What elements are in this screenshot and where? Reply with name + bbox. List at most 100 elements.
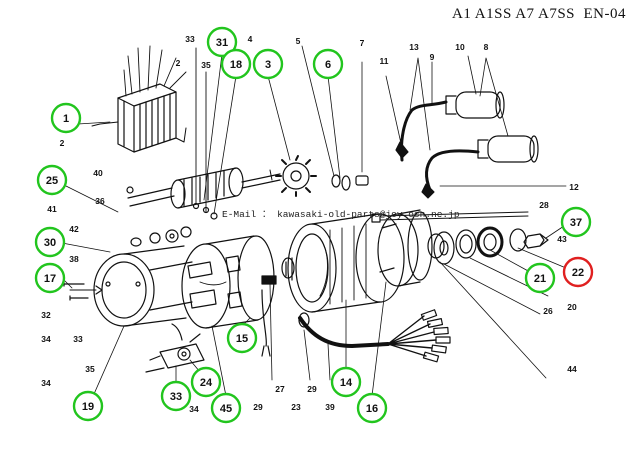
part-label-l43: 43 bbox=[557, 234, 567, 244]
callout-number-c30: 30 bbox=[44, 237, 56, 249]
part-label-l35b: 35 bbox=[85, 364, 95, 374]
callout-leader-c18 bbox=[213, 75, 237, 215]
part-label-l20: 20 bbox=[567, 302, 577, 312]
callout-leader-c25 bbox=[61, 183, 119, 213]
callout-30-c30: 30 bbox=[34, 226, 66, 258]
callout-circle-c30 bbox=[34, 226, 66, 258]
brush-screws bbox=[192, 47, 273, 220]
part-label-l7: 7 bbox=[360, 38, 365, 48]
callout-number-c37: 37 bbox=[570, 217, 582, 229]
part-label-l29a: 29 bbox=[253, 402, 263, 412]
callout-1-c1: 1 bbox=[50, 102, 82, 134]
part-label-l12: 12 bbox=[569, 182, 579, 192]
small-parts bbox=[126, 186, 192, 247]
part-label-l41: 41 bbox=[47, 204, 57, 214]
part-label-l33a: 33 bbox=[185, 34, 195, 44]
callout-6-c6: 6 bbox=[312, 48, 344, 80]
callout-circle-c25 bbox=[36, 164, 68, 196]
callout-circle-c15 bbox=[226, 322, 258, 354]
callout-19-c19: 19 bbox=[72, 390, 104, 422]
part-label-l33b: 33 bbox=[73, 334, 83, 344]
callout-leader-c45 bbox=[211, 325, 227, 397]
callout-number-c15: 15 bbox=[236, 333, 248, 345]
callout-circle-c21 bbox=[524, 262, 556, 294]
callout-circle-c19 bbox=[72, 390, 104, 422]
callout-leader-c30 bbox=[61, 242, 111, 253]
email-label: E-Mail ： kawasaki-old-parts@joy.ocn.ne.j… bbox=[222, 209, 460, 220]
callout-16-c16: 16 bbox=[356, 392, 388, 424]
callout-number-c1: 1 bbox=[63, 113, 69, 125]
part-label-l5: 5 bbox=[296, 36, 301, 46]
part-label-l2a: 2 bbox=[176, 58, 181, 68]
part-label-l13: 13 bbox=[409, 42, 419, 52]
callout-18-c18: 18 bbox=[220, 48, 252, 80]
cover-screws bbox=[63, 281, 89, 301]
part-label-l27: 27 bbox=[275, 384, 285, 394]
callout-25-c25: 25 bbox=[36, 164, 68, 196]
part-label-l34a: 34 bbox=[41, 334, 51, 344]
callout-3-c3: 3 bbox=[252, 48, 284, 80]
part-label-l34c: 34 bbox=[41, 378, 51, 388]
part-label-l28: 28 bbox=[539, 200, 549, 210]
callout-number-c14: 14 bbox=[340, 377, 353, 389]
callout-leader-c37 bbox=[545, 225, 565, 239]
armature-part bbox=[127, 155, 317, 209]
part-label-l11: 11 bbox=[380, 56, 389, 66]
part-label-l40: 40 bbox=[93, 168, 103, 178]
callout-number-c3: 3 bbox=[265, 59, 271, 71]
callout-circle-c6 bbox=[312, 48, 344, 80]
part-label-l26: 26 bbox=[543, 306, 553, 316]
callout-leader-c6 bbox=[327, 75, 341, 179]
callout-circle-c14 bbox=[330, 366, 362, 398]
callout-37-c37: 37 bbox=[560, 206, 592, 238]
part-label-l44: 44 bbox=[567, 364, 577, 374]
washers-bolt bbox=[301, 45, 369, 191]
callout-number-c45: 45 bbox=[220, 403, 232, 415]
part-label-l29b: 29 bbox=[307, 384, 317, 394]
callout-circle-c45 bbox=[210, 392, 242, 424]
part-label-l8: 8 bbox=[484, 42, 489, 52]
part-label-l38: 38 bbox=[69, 254, 79, 264]
callout-24-c24: 24 bbox=[190, 366, 222, 398]
callout-number-c22: 22 bbox=[572, 267, 584, 279]
page-header: A1 A1SS A7 A7SS EN-04 bbox=[452, 6, 626, 23]
part-label-l4: 4 bbox=[248, 34, 253, 44]
callout-31-c31: 31 bbox=[206, 26, 238, 58]
drive-end-bracket bbox=[377, 209, 445, 287]
part-label-l34b: 34 bbox=[189, 404, 199, 414]
end-cover bbox=[69, 245, 193, 327]
callout-number-c17: 17 bbox=[44, 273, 56, 285]
bearing-seals bbox=[433, 226, 549, 379]
ignition-coils bbox=[385, 55, 567, 199]
callout-22-c22: 22 bbox=[562, 256, 594, 288]
callout-number-c24: 24 bbox=[200, 377, 213, 389]
callout-leader-c1 bbox=[77, 121, 111, 125]
callout-circle-c31 bbox=[206, 26, 238, 58]
stator-housing bbox=[281, 213, 405, 313]
leader-lines bbox=[61, 53, 567, 397]
terminal-bracket bbox=[145, 323, 205, 373]
callout-17-c17: 17 bbox=[34, 262, 66, 294]
callout-circle-c17 bbox=[34, 262, 66, 294]
callout-33-c33: 33 bbox=[160, 380, 192, 412]
callout-number-c21: 21 bbox=[534, 273, 546, 285]
part-label-l9: 9 bbox=[430, 52, 435, 62]
part-label-l35a: 35 bbox=[201, 60, 211, 70]
part-label-l39: 39 bbox=[325, 402, 335, 412]
callout-circle-c3 bbox=[252, 48, 284, 80]
part-label-l36: 36 bbox=[95, 196, 105, 206]
callout-21-c21: 21 bbox=[524, 262, 556, 294]
part-label-l42: 42 bbox=[69, 224, 79, 234]
callout-circle-c37 bbox=[560, 206, 592, 238]
callout-leader-c22 bbox=[517, 247, 567, 269]
rectifier-stack-part bbox=[91, 45, 187, 153]
callout-circle-c24 bbox=[190, 366, 222, 398]
callout-leader-c16 bbox=[371, 281, 387, 397]
callout-number-c19: 19 bbox=[82, 401, 94, 413]
callout-leader-c19 bbox=[93, 325, 125, 395]
part-label-l23: 23 bbox=[291, 402, 301, 412]
callout-number-c16: 16 bbox=[366, 403, 378, 415]
